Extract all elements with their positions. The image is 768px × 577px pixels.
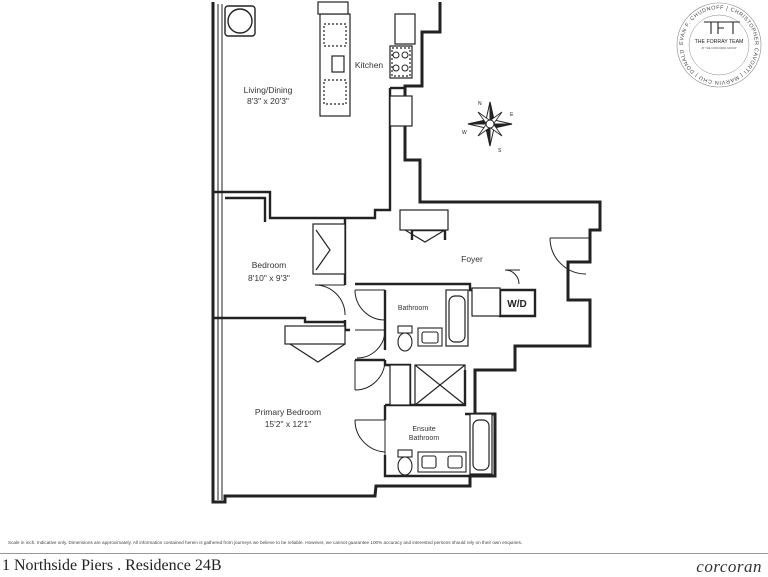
closets: [284, 209, 501, 406]
ensuite-label: Ensuite: [412, 426, 435, 433]
bathtub-icon: [445, 289, 493, 475]
sink-icon: [417, 327, 467, 473]
compass-n-label: N: [478, 101, 482, 107]
forray-team-logo: THE FORRAY TEAM AT THE CORCORAN GROUP EV…: [0, 0, 762, 88]
bedroom-label: Bedroom: [252, 260, 287, 270]
stove-icon: [392, 51, 409, 72]
kitchen-label: Kitchen: [355, 60, 384, 70]
disclaimer-text: Scale in inch. Indicative only. Dimensio…: [8, 540, 523, 545]
living-dining-dims: 8'3" x 20'3": [247, 96, 289, 106]
residence-title: 1 Northside Piers . Residence 24B: [2, 557, 222, 574]
bathroom-label: Bathroom: [398, 305, 429, 312]
compass-icon: [467, 101, 513, 147]
compass-e-label: E: [510, 112, 514, 118]
svg-text:EVAN F. CHUDNOFF | CHRISTOPHER: EVAN F. CHUDNOFF | CHRISTOPHER CAVORTI |…: [0, 0, 759, 85]
ensuite-bathroom-label: Bathroom: [409, 435, 440, 442]
bedroom-dims: 8'10" x 9'3": [248, 273, 290, 283]
shower-icon: [414, 364, 466, 406]
logo-ring-text: EVAN F. CHUDNOFF | CHRISTOPHER CAVORTI |…: [0, 0, 758, 85]
toilet-icon: [397, 325, 413, 476]
compass-w-label: W: [462, 130, 467, 136]
logo-team-label: THE FORRAY TEAM: [695, 39, 744, 45]
primary-bedroom-dims: 15'2" x 12'1": [265, 419, 312, 429]
corcoran-brand: corcoran: [696, 557, 762, 576]
kitchen-counters: [317, 1, 416, 127]
foyer-label: Foyer: [461, 254, 483, 264]
footer-divider: [0, 553, 768, 554]
window-wall: [217, 4, 223, 500]
column-icon: [224, 5, 256, 37]
compass-s-label: S: [498, 148, 502, 154]
living-dining-label: Living/Dining: [244, 85, 293, 95]
washer-dryer-label: W/D: [507, 299, 526, 310]
logo-sub-label: AT THE CORCORAN GROUP: [701, 46, 736, 50]
doors: [314, 237, 590, 455]
primary-bedroom-label: Primary Bedroom: [255, 407, 321, 417]
exterior-walls: [211, 2, 602, 504]
